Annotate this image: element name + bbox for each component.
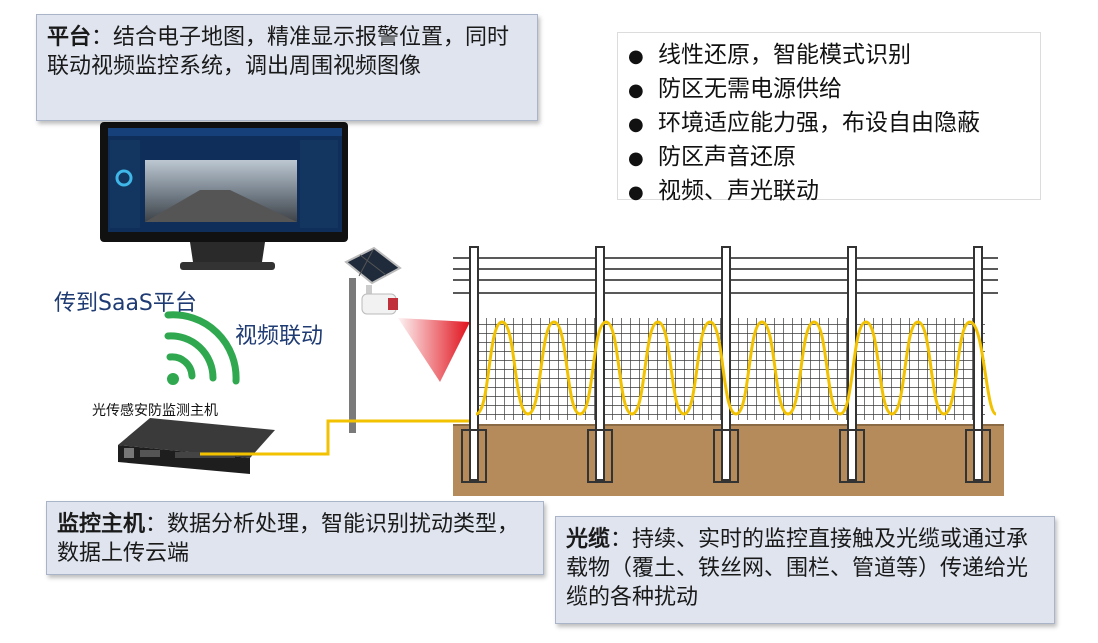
wifi-icon <box>164 311 240 385</box>
post-footings <box>461 429 991 483</box>
feature-item: 防区无需电源供给 <box>628 73 1030 107</box>
host-callout-text: ：数据分析处理，智能识别扰动类型，数据上传云端 <box>57 512 520 566</box>
host-callout: 监控主机：数据分析处理，智能识别扰动类型，数据上传云端 <box>46 501 544 575</box>
cable-callout-title: 光缆 <box>566 527 611 552</box>
cable-callout-text: ：持续、实时的监控直接触及光缆或通过承载物（覆土、铁丝网、围栏、管道等）传递给光… <box>566 527 1029 610</box>
feature-list: 线性还原，智能模式识别 防区无需电源供给 环境适应能力强，布设自由隐蔽 防区声音… <box>617 32 1041 204</box>
fence-posts <box>469 246 983 481</box>
host-callout-title: 监控主机 <box>57 512 146 537</box>
saas-label: 传到SaaS平台 <box>54 291 197 316</box>
platform-callout-title: 平台 <box>47 25 92 50</box>
platform-callout: 平台：结合电子地图，精准显示报警位置，同时联动视频监控系统，调出周围视频图像 <box>36 14 538 121</box>
feature-item: 环境适应能力强，布设自由隐蔽 <box>628 107 1030 141</box>
camera-beam <box>398 318 470 382</box>
sensing-cable <box>475 320 998 416</box>
cable-link <box>200 419 472 456</box>
host-device <box>118 418 275 474</box>
platform-callout-text: ：结合电子地图，精准显示报警位置，同时联动视频监控系统，调出周围视频图像 <box>47 25 510 79</box>
feature-item: 视频、声光联动 <box>628 175 1030 209</box>
feature-item: 防区声音还原 <box>628 141 1030 175</box>
host-label: 光传感安防监测主机 <box>92 403 218 419</box>
cable-callout: 光缆：持续、实时的监控直接触及光缆或通过承载物（覆土、铁丝网、围栏、管道等）传递… <box>555 516 1055 624</box>
feature-item: 线性还原，智能模式识别 <box>628 39 1030 73</box>
camera-pole <box>344 246 402 433</box>
video-link-label: 视频联动 <box>235 324 324 349</box>
monitor <box>100 122 348 270</box>
